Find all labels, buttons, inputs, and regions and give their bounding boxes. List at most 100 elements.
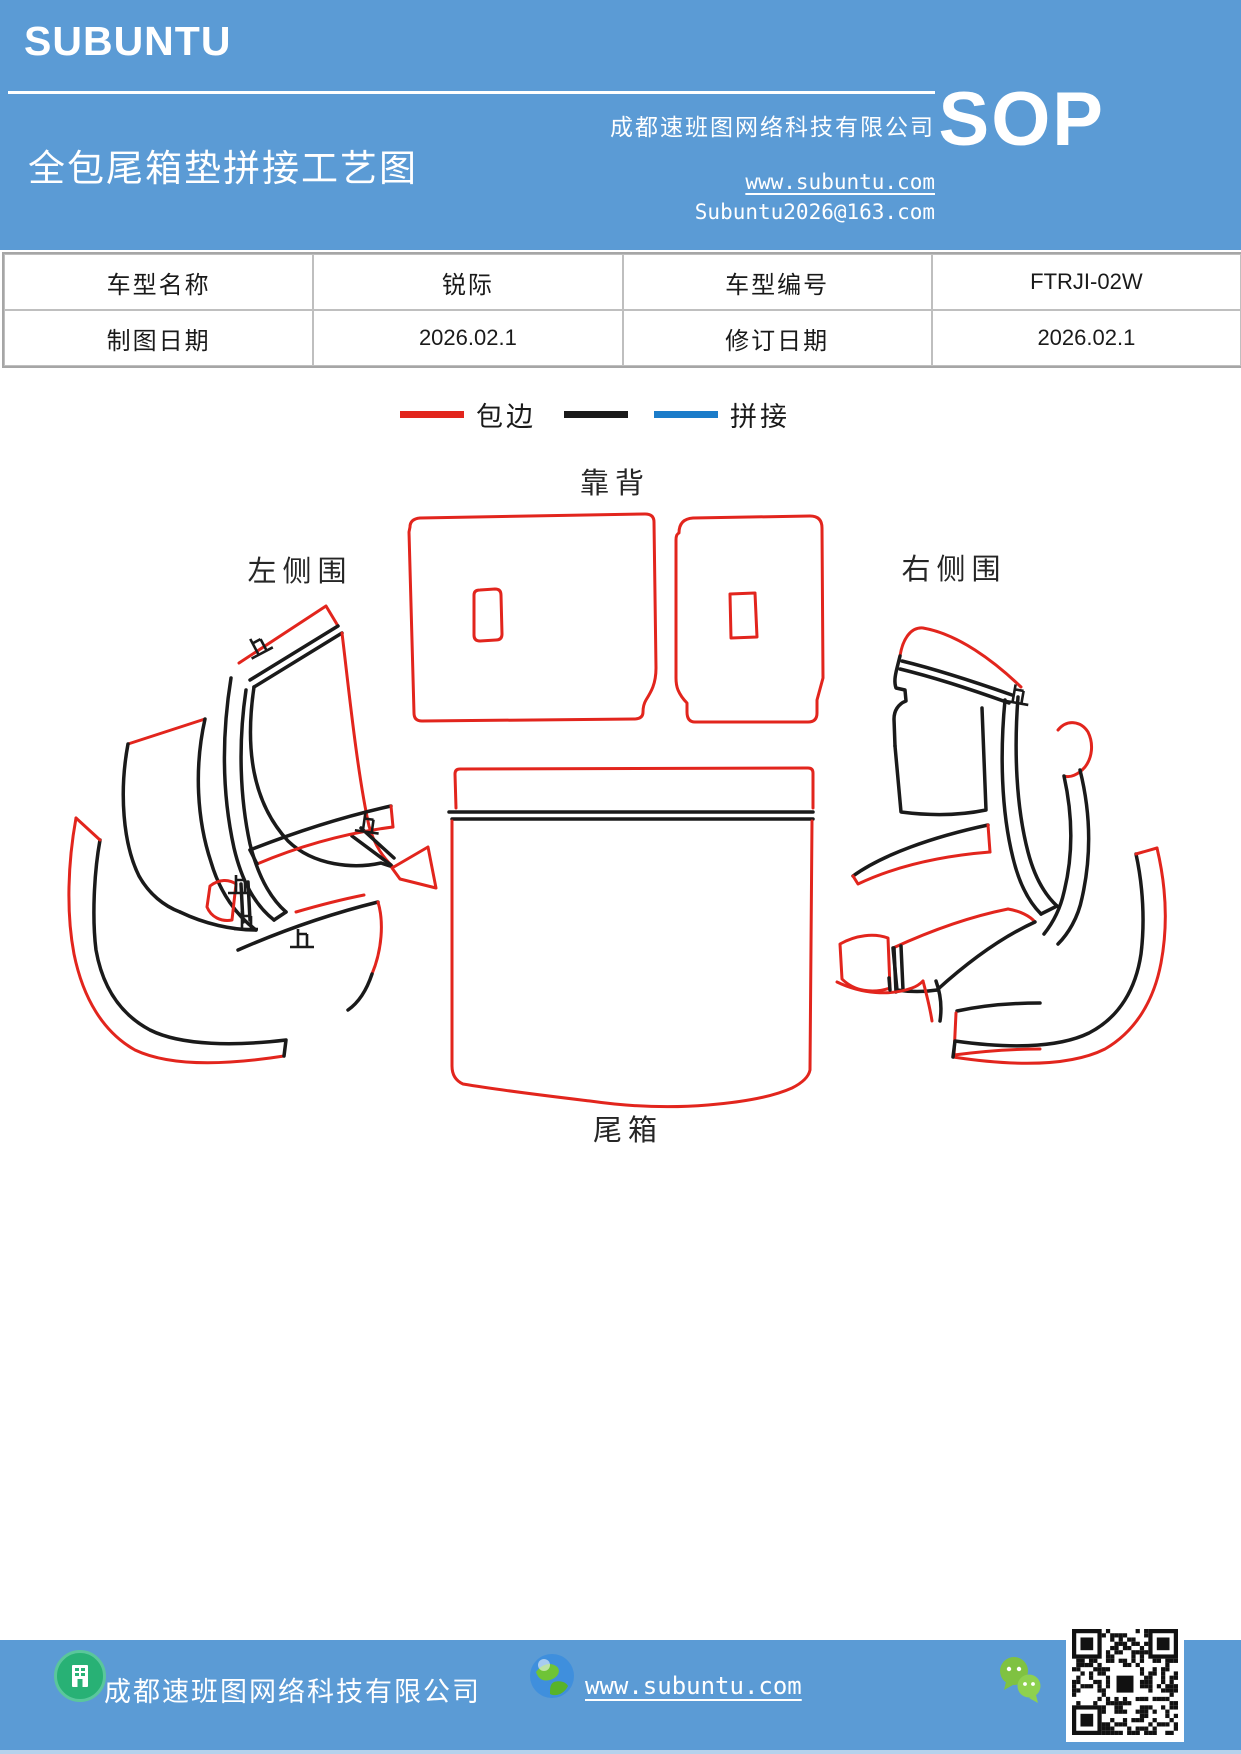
pattern-edge-binding-line	[952, 1047, 1042, 1057]
table-label-revise-date: 修订日期	[622, 310, 932, 366]
pattern-splice-line	[222, 676, 276, 922]
sop-badge: SOP	[938, 77, 1105, 162]
diagram-part-label: 右侧围	[901, 553, 1006, 586]
line-legend: 包边 拼接	[0, 392, 1241, 436]
pattern-splice-line	[252, 631, 344, 689]
diagram-part-label: 靠背	[580, 467, 650, 500]
header-divider	[8, 91, 935, 94]
pattern-splice-line	[1042, 774, 1073, 936]
pattern-splice-line	[893, 706, 988, 817]
footer-website-link[interactable]: www.subuntu.com	[585, 1672, 802, 1700]
pattern-edge-binding-line	[205, 879, 238, 922]
header-website-link[interactable]: www.subuntu.com	[745, 170, 935, 194]
wechat-icon	[996, 1656, 1046, 1710]
pattern-splice-line	[887, 976, 892, 992]
pattern-splice-line	[1014, 695, 1059, 908]
pattern-splice-line	[1056, 768, 1091, 946]
brand-logo: SUBUNTU	[24, 18, 232, 64]
header-banner: SUBUNTU 全包尾箱垫拼接工艺图 成都速班图网络科技有限公司 www.sub…	[0, 0, 1241, 250]
pattern-edge-binding-line	[898, 626, 1023, 689]
header-email: Subuntu2026@163.com	[694, 200, 935, 224]
globe-icon	[528, 1652, 576, 1700]
pattern-splice-line	[248, 624, 340, 682]
pattern-splice-line	[248, 685, 395, 869]
qr-code	[1066, 1621, 1184, 1742]
splice-swatch-black	[564, 410, 628, 418]
pattern-edge-binding-line	[74, 816, 102, 842]
table-value-revise-date: 2026.02.1	[931, 310, 1241, 366]
vehicle-info-table: 车型名称 锐际 车型编号 FTRJI-02W 制图日期 2026.02.1 修订…	[2, 252, 1241, 368]
pattern-edge-binding-line	[126, 717, 207, 746]
pattern-splice-line	[1039, 904, 1059, 916]
pattern-edge-binding-line	[407, 512, 658, 723]
pattern-edge-binding-line	[340, 631, 395, 869]
pattern-edge-binding-line	[951, 846, 1167, 1065]
pattern-edge-binding-line	[891, 907, 1010, 950]
pattern-edge-binding-line	[294, 893, 366, 914]
pattern-splice-line	[898, 667, 1011, 705]
splice-stop-mark	[354, 813, 379, 835]
pattern-edge-binding-line	[370, 900, 383, 976]
pattern-splice-line	[346, 972, 374, 1012]
legend-label: 包边	[476, 401, 536, 432]
edge-binding-swatch	[400, 410, 464, 418]
pattern-splice-line	[851, 823, 990, 878]
pattern-splice-line	[246, 880, 252, 922]
diagram-part-label: 尾箱	[593, 1114, 663, 1147]
pattern-splice-line	[934, 979, 943, 1023]
pattern-edge-binding-line	[1134, 846, 1159, 856]
pattern-edge-binding-line	[986, 823, 992, 854]
page-title: 全包尾箱垫拼接工艺图	[28, 149, 418, 190]
pattern-edge-binding-line	[67, 816, 286, 1065]
pattern-edge-binding-line	[389, 804, 395, 829]
pattern-splice-line	[350, 834, 393, 867]
splice-stop-mark	[290, 929, 314, 949]
splice-stop-mark	[249, 637, 274, 660]
pattern-splice-line	[955, 1001, 1042, 1013]
pattern-splice-line	[239, 688, 288, 914]
pattern-splice-line	[121, 742, 182, 914]
pattern-splice-line	[892, 654, 908, 748]
pattern-edge-binding-line	[1056, 721, 1094, 779]
pattern-splice-line	[236, 900, 380, 952]
pattern-edge-binding-line	[390, 845, 438, 890]
legend-label: 拼接	[730, 401, 790, 432]
pattern-splice-line	[935, 920, 1037, 992]
pattern-edge-binding-line	[453, 766, 815, 810]
splice-stop-mark	[1004, 684, 1029, 707]
pattern-splice-line	[1000, 698, 1043, 916]
footer-bottom-strip	[0, 1750, 1241, 1754]
pattern-splice-line	[248, 848, 259, 866]
table-value-model-code: FTRJI-02W	[931, 254, 1241, 310]
table-label-model-code: 车型编号	[622, 254, 932, 310]
pattern-splice-line	[900, 659, 1014, 697]
diagram-part-label: 左侧围	[247, 555, 352, 588]
splice-stop-mark	[228, 875, 252, 895]
pattern-edge-binding-line	[1006, 907, 1037, 924]
header-company-name: 成都速班图网络科技有限公司	[610, 115, 935, 140]
pattern-edge-binding-line	[728, 591, 759, 640]
splice-swatch-blue	[654, 410, 718, 418]
pattern-splice-line	[891, 946, 939, 994]
pattern-splice-line	[196, 717, 258, 932]
pattern-edge-binding-line	[450, 819, 814, 1109]
footer-company-name: 成都速班图网络科技有限公司	[104, 1677, 481, 1707]
pattern-edge-binding-line	[674, 514, 825, 724]
pattern-edge-binding-line	[835, 979, 925, 995]
pattern-edge-binding-line	[921, 979, 934, 1023]
legend-item-edge-binding: 包边	[400, 392, 536, 436]
pattern-splice-line	[92, 838, 288, 1058]
pattern-edge-binding-line	[472, 587, 504, 643]
table-label-model-name: 车型名称	[4, 254, 314, 310]
pattern-splice-line	[248, 804, 393, 852]
pattern-splice-line	[951, 852, 1145, 1059]
pattern-edge-binding-line	[838, 933, 892, 993]
footer-banner: 成都速班图网络科技有限公司 www.subuntu.com	[0, 1640, 1241, 1754]
legend-item-splice: 拼接	[564, 392, 790, 436]
table-value-model-name: 锐际	[313, 254, 623, 310]
pattern-splice-line	[892, 946, 898, 994]
company-building-icon	[54, 1650, 106, 1702]
pattern-splice-line	[272, 910, 288, 922]
